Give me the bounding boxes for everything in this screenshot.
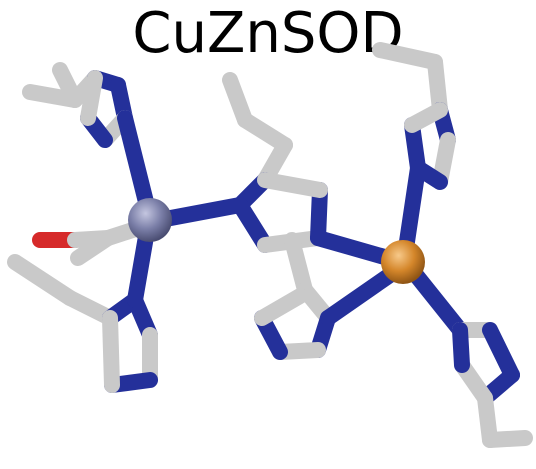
figure-title: CuZnSOD	[132, 1, 404, 66]
histidine-top-right	[372, 42, 456, 263]
zinc-atom	[128, 198, 172, 242]
histidine-bridging	[152, 72, 403, 268]
copper-atom	[381, 240, 425, 284]
histidine-bottom-right	[404, 262, 533, 448]
histidine-top-left	[22, 62, 156, 218]
